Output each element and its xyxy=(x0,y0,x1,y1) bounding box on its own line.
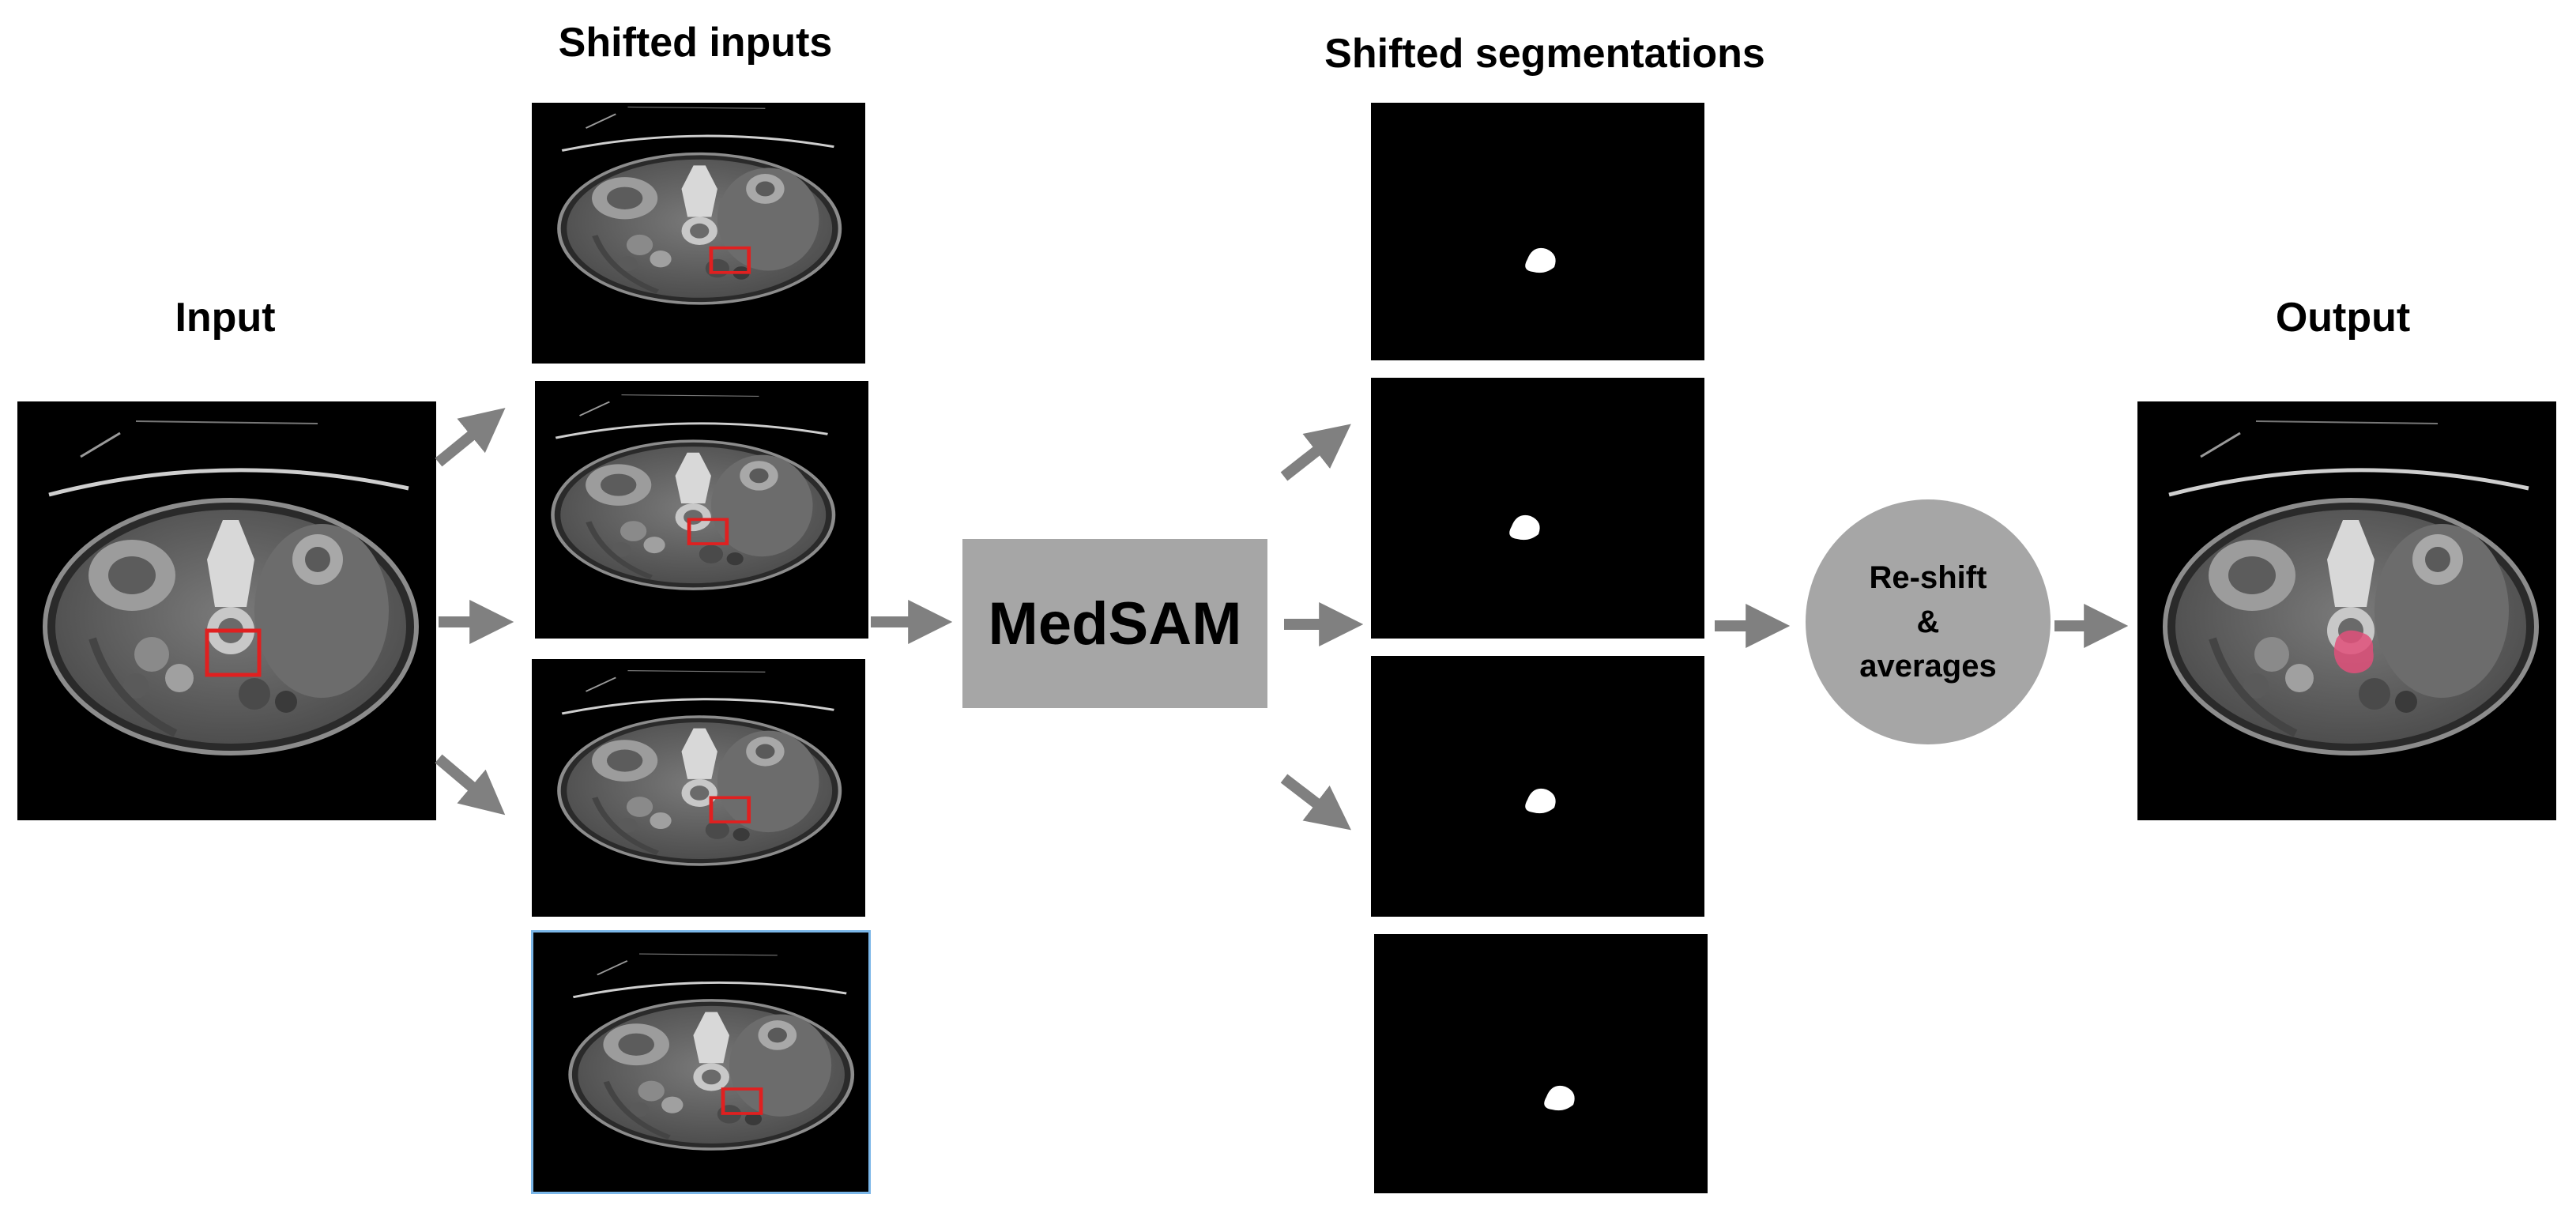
arrow-up-right-icon xyxy=(435,408,506,467)
ampersand-label: & xyxy=(1916,605,1940,639)
shifted-segmentation-mask-2 xyxy=(1371,378,1704,639)
shifted-input-image-1 xyxy=(532,103,865,364)
output-ct-slice-image xyxy=(2137,401,2556,820)
shifted-input-image-3 xyxy=(532,659,865,917)
reshift-average-node: Re-shift & averages xyxy=(1806,499,2051,744)
input-title: Input xyxy=(175,295,276,341)
shifted-inputs-title: Shifted inputs xyxy=(558,20,833,66)
shifted-input-image-2 xyxy=(535,381,868,639)
shifted-input-image-4 xyxy=(531,930,871,1194)
arrow-up-right-icon xyxy=(1280,424,1351,481)
arrow-down-right-icon xyxy=(435,754,506,816)
shifted-segmentation-mask-3 xyxy=(1371,656,1704,917)
shifted-segmentation-mask-4 xyxy=(1374,934,1708,1193)
output-title: Output xyxy=(2275,295,2411,341)
reshift-label: Re-shift xyxy=(1869,560,1987,595)
medsam-label: MedSAM xyxy=(988,590,1242,657)
shifted-segmentation-mask-1 xyxy=(1371,103,1704,360)
medsam-model-box: MedSAM xyxy=(962,539,1267,708)
averages-label: averages xyxy=(1859,649,1997,684)
input-ct-slice-image xyxy=(17,401,436,820)
arrow-down-right-icon xyxy=(1280,774,1351,831)
shifted-segmentations-title: Shifted segmentations xyxy=(1324,31,1765,77)
